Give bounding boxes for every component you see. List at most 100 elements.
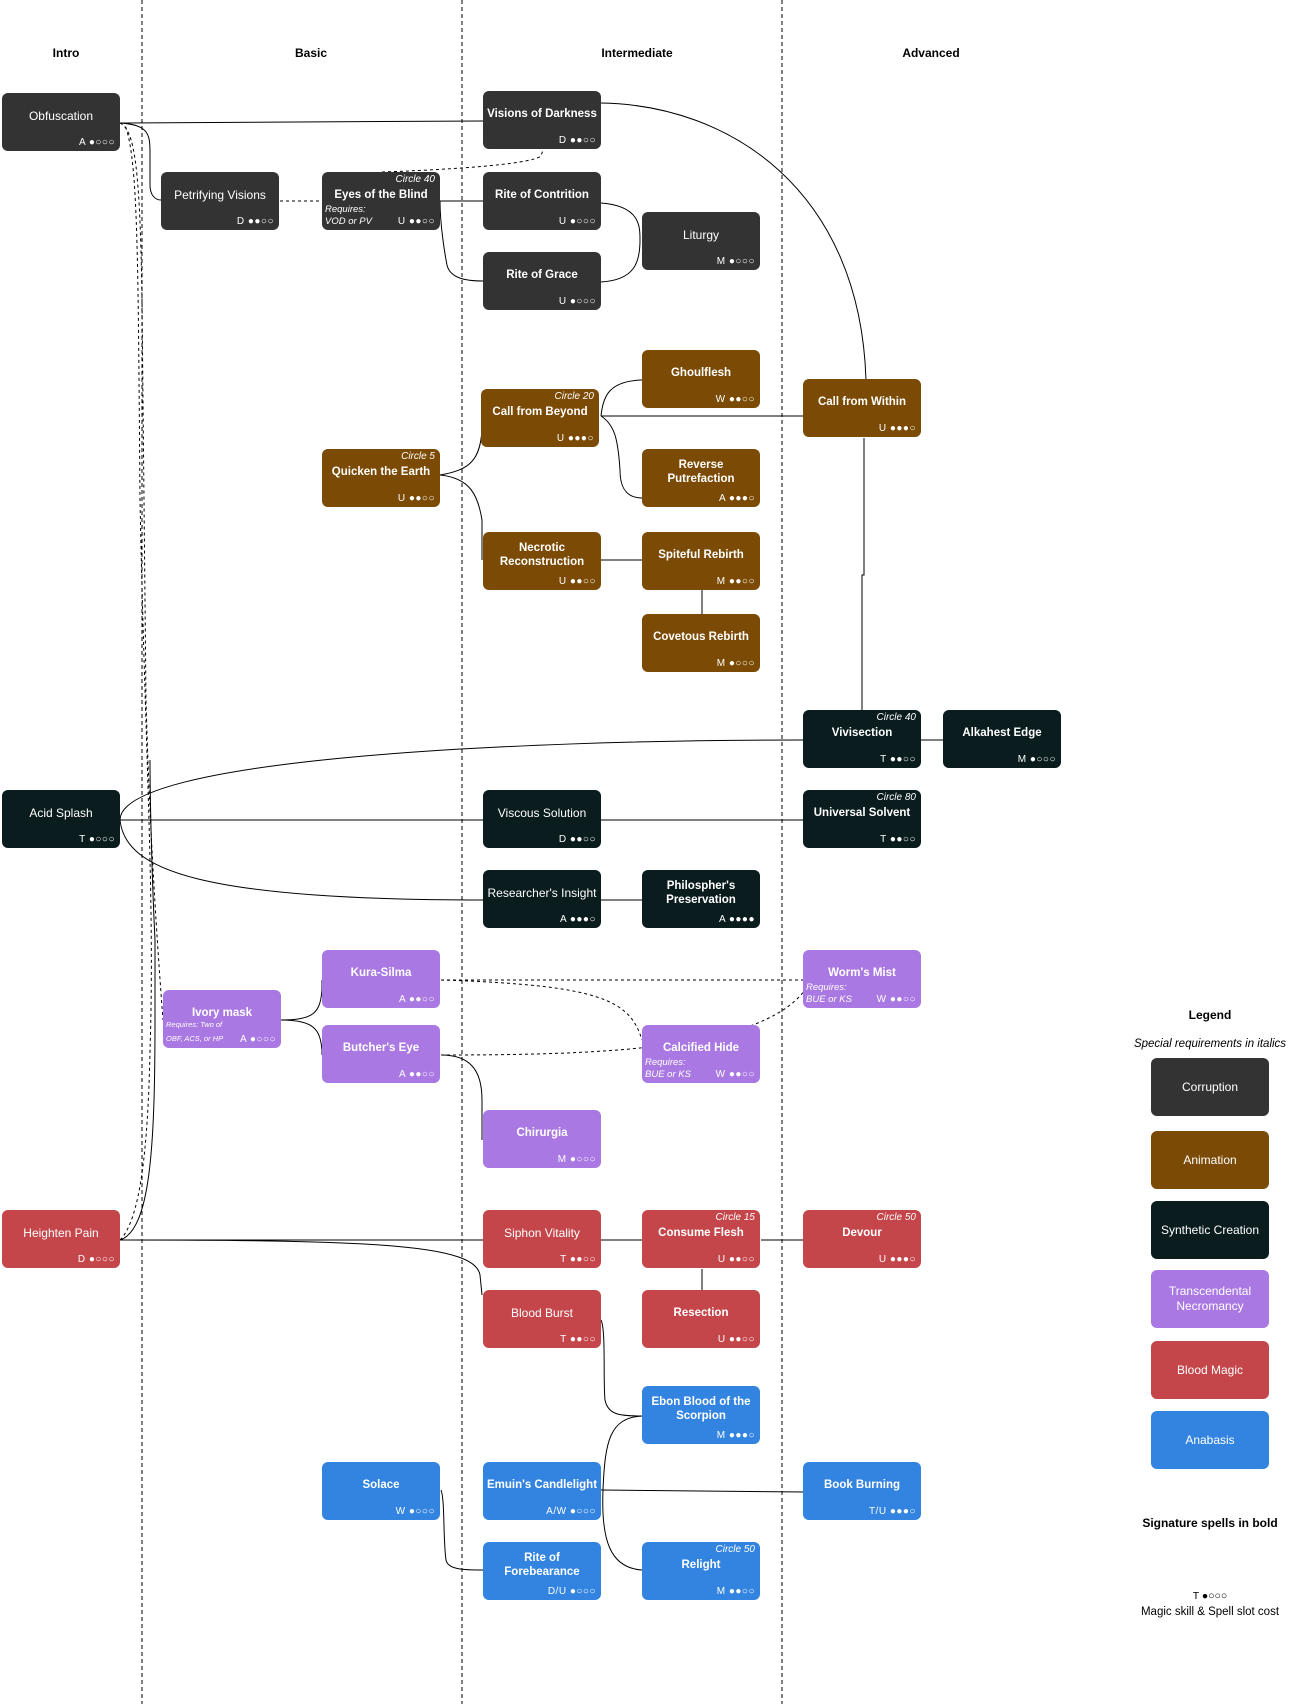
spell-node-call-from-beyond[interactable]: Circle 20 Call from Beyond U ●●●○ — [481, 389, 599, 447]
spell-cost: M ●○○○ — [716, 658, 755, 669]
spell-node-solace[interactable]: Solace W ●○○○ — [322, 1462, 440, 1520]
spell-name: Alkahest Edge — [962, 727, 1042, 739]
spell-name: Relight — [681, 1559, 721, 1571]
circle-requirement: Circle 40 — [395, 174, 435, 185]
spell-node-eyes-of-the-blind[interactable]: Circle 40 Eyes of the Blind Requires: VO… — [322, 172, 440, 230]
spell-node-acid-splash[interactable]: Acid Splash T ●○○○ — [2, 790, 120, 848]
spell-name: Visions of Darkness — [487, 108, 597, 120]
spell-node-ivory-mask[interactable]: Ivory mask Requires: Two of OBF, ACS, or… — [163, 990, 281, 1048]
spell-cost: T ●●○○ — [880, 754, 916, 765]
spell-node-necrotic-reconstruction[interactable]: Necrotic Reconstruction U ●●○○ — [483, 532, 601, 590]
spell-name: Researcher's Insight — [487, 886, 597, 900]
spell-node-emuins-candlelight[interactable]: Emuin's Candlelight A/W ●○○○ — [483, 1462, 601, 1520]
spell-name: Covetous Rebirth — [653, 631, 749, 643]
spell-node-covetous-rebirth[interactable]: Covetous Rebirth M ●○○○ — [642, 614, 760, 672]
spell-node-kura-silma[interactable]: Kura-Silma A ●●○○ — [322, 950, 440, 1008]
spell-node-researchers-insight[interactable]: Researcher's Insight A ●●●○ — [483, 870, 601, 928]
spell-node-consume-flesh[interactable]: Circle 15 Consume Flesh U ●●○○ — [642, 1210, 760, 1268]
spell-node-visions-of-darkness[interactable]: Visions of Darkness D ●●○○ — [483, 91, 601, 149]
spell-cost: U ●●○○ — [717, 1254, 755, 1265]
spell-cost: M ●●○○ — [716, 1586, 755, 1597]
spell-cost: U ●●●○ — [878, 423, 916, 434]
spell-node-rite-of-forebearance[interactable]: Rite of Forebearance D/U ●○○○ — [483, 1542, 601, 1600]
column-heading-basic: Basic — [294, 46, 328, 60]
circle-requirement: Circle 40 — [876, 712, 916, 723]
spell-node-butchers-eye[interactable]: Butcher's Eye A ●●○○ — [322, 1025, 440, 1083]
spell-node-quicken-the-earth[interactable]: Circle 5 Quicken the Earth U ●●○○ — [322, 449, 440, 507]
spell-node-relight[interactable]: Circle 50 Relight M ●●○○ — [642, 1542, 760, 1600]
spell-node-rite-of-grace[interactable]: Rite of Grace U ●○○○ — [483, 252, 601, 310]
spell-node-blood-burst[interactable]: Blood Burst T ●●○○ — [483, 1290, 601, 1348]
legend-item-synthetic-creation: Synthetic Creation — [1151, 1201, 1269, 1259]
spell-name: Acid Splash — [29, 806, 93, 820]
legend-signature-note: Signature spells in bold — [1142, 1516, 1278, 1530]
spell-node-resection[interactable]: Resection U ●●○○ — [642, 1290, 760, 1348]
spell-node-ghoulflesh[interactable]: Ghoulflesh W ●●○○ — [642, 350, 760, 408]
spell-node-devour[interactable]: Circle 50 Devour U ●●●○ — [803, 1210, 921, 1268]
spell-name: Liturgy — [682, 228, 720, 242]
spell-name: Emuin's Candlelight — [486, 1479, 598, 1491]
spell-requirement: Requires: VOD or PV — [325, 204, 372, 227]
spell-cost: D/U ●○○○ — [547, 1586, 596, 1597]
spell-node-universal-solvent[interactable]: Circle 80 Universal Solvent T ●●○○ — [803, 790, 921, 848]
spell-node-calcified-hide[interactable]: Calcified Hide Requires: BUE or KS W ●●○… — [642, 1025, 760, 1083]
spell-node-siphon-vitality[interactable]: Siphon Vitality T ●●○○ — [483, 1210, 601, 1268]
spell-node-worms-mist[interactable]: Worm's Mist Requires: BUE or KS W ●●○○ — [803, 950, 921, 1008]
spell-cost: W ●●○○ — [715, 394, 755, 405]
spell-node-viscous-solution[interactable]: Viscous Solution D ●●○○ — [483, 790, 601, 848]
spell-node-call-from-within[interactable]: Call from Within U ●●●○ — [803, 379, 921, 437]
circle-requirement: Circle 50 — [715, 1544, 755, 1555]
spell-node-vivisection[interactable]: Circle 40 Vivisection T ●●○○ — [803, 710, 921, 768]
spell-node-spiteful-rebirth[interactable]: Spiteful Rebirth M ●●○○ — [642, 532, 760, 590]
spell-node-alkahest-edge[interactable]: Alkahest Edge M ●○○○ — [943, 710, 1061, 768]
spell-node-book-burning[interactable]: Book Burning T/U ●●●○ — [803, 1462, 921, 1520]
spell-name: Call from Within — [817, 396, 907, 408]
spell-cost: D ●●○○ — [558, 135, 596, 146]
spell-name: Ghoulflesh — [670, 367, 732, 379]
column-dividers — [141, 0, 783, 1704]
spell-name: Book Burning — [823, 1479, 901, 1491]
spell-name: Kura-Silma — [350, 967, 412, 979]
spell-cost: T ●●○○ — [560, 1254, 596, 1265]
spell-cost: U ●●○○ — [558, 576, 596, 587]
spell-name: Call from Beyond — [492, 406, 588, 418]
spell-node-ebon-blood-of-the-scorpion[interactable]: Ebon Blood of the Scorpion M ●●●○ — [642, 1386, 760, 1444]
spell-cost: U ●○○○ — [558, 296, 596, 307]
spell-name: Rite of Contrition — [495, 189, 589, 201]
spell-node-liturgy[interactable]: Liturgy M ●○○○ — [642, 212, 760, 270]
solid-links — [119, 102, 943, 1571]
spell-name: Quicken the Earth — [331, 466, 431, 478]
spell-cost: U ●○○○ — [558, 216, 596, 227]
spell-node-chirurgia[interactable]: Chirurgia M ●○○○ — [483, 1110, 601, 1168]
spell-name: Petrifying Visions — [174, 188, 266, 202]
spell-name: Worm's Mist — [828, 967, 896, 979]
spell-node-philosphers-preservation[interactable]: Philospher's Preservation A ●●●● — [642, 870, 760, 928]
spell-cost: A ●○○○ — [78, 137, 115, 148]
legend-item-corruption: Corruption — [1151, 1058, 1269, 1116]
legend-item-animation: Animation — [1151, 1131, 1269, 1189]
circle-requirement: Circle 80 — [876, 792, 916, 803]
spell-name: Butcher's Eye — [342, 1042, 420, 1054]
spell-cost: T ●○○○ — [79, 834, 115, 845]
spell-cost: U ●●○○ — [397, 216, 435, 227]
spell-name: Chirurgia — [516, 1127, 568, 1139]
spell-cost: U ●●○○ — [717, 1334, 755, 1345]
spell-cost: D ●●○○ — [236, 216, 274, 227]
spell-node-petrifying-visions[interactable]: Petrifying Visions D ●●○○ — [161, 172, 279, 230]
spell-node-heighten-pain[interactable]: Heighten Pain D ●○○○ — [2, 1210, 120, 1268]
spell-node-rite-of-contrition[interactable]: Rite of Contrition U ●○○○ — [483, 172, 601, 230]
spell-cost: T ●●○○ — [880, 834, 916, 845]
legend-cost-note: Magic skill & Spell slot cost — [1140, 1606, 1280, 1618]
spell-cost: T/U ●●●○ — [868, 1506, 916, 1517]
spell-cost: U ●●●○ — [556, 433, 594, 444]
spell-cost: A ●○○○ — [239, 1034, 276, 1045]
spell-node-reverse-putrefaction[interactable]: Reverse Putrefaction A ●●●○ — [642, 449, 760, 507]
legend-title: Legend — [1188, 1008, 1232, 1022]
spell-cost: M ●○○○ — [1017, 754, 1056, 765]
legend-cost-example: T ●○○○ — [1192, 1590, 1228, 1602]
spell-name: Viscous Solution — [497, 806, 587, 820]
spell-cost: M ●○○○ — [557, 1154, 596, 1165]
spell-cost: A ●●●○ — [559, 914, 596, 925]
spell-name: Reverse Putrefaction — [667, 459, 735, 485]
spell-node-obfuscation[interactable]: Obfuscation A ●○○○ — [2, 93, 120, 151]
